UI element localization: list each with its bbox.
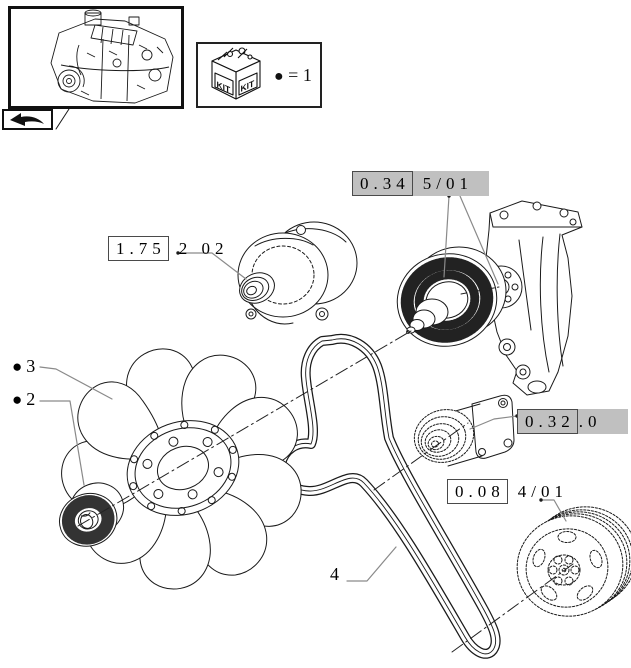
engine-sketch xyxy=(50,9,174,104)
fan-pulley-drawing xyxy=(59,482,125,547)
ref-box: 0.32 xyxy=(517,409,578,434)
fan-hub xyxy=(126,420,240,516)
center-axes xyxy=(77,286,574,653)
callout-item-3: ● 3 xyxy=(12,357,37,375)
bullet-icon: ● xyxy=(274,67,284,85)
thumbnail-slash xyxy=(55,108,70,130)
ref-suffix: 4/01 xyxy=(517,482,568,501)
bullet-icon: ● xyxy=(12,389,25,409)
kit-cube-icon: KIT KIT xyxy=(211,47,261,100)
ref-suffix: .0 xyxy=(578,412,602,431)
item-number: 2 xyxy=(26,389,38,409)
item-number: 4 xyxy=(330,564,341,584)
ref-alternator[interactable]: 1.75 2 02 xyxy=(108,236,229,261)
continuation-arrow-tab[interactable] xyxy=(2,109,53,130)
alternator-drawing xyxy=(237,221,358,325)
ref-fan-drive[interactable]: 0.34 5/01 xyxy=(352,171,489,196)
ref-box: 1.75 xyxy=(108,236,169,261)
callout-item-2: ● 2 xyxy=(12,390,37,408)
leader-lines xyxy=(39,195,567,582)
ref-box: 0.34 xyxy=(352,171,413,196)
water-pump-drawing xyxy=(413,394,515,467)
ref-box: 0.08 xyxy=(447,479,508,504)
fan-drawing xyxy=(59,341,313,597)
engine-thumbnail[interactable] xyxy=(8,6,184,109)
belt-drawing xyxy=(275,333,501,659)
kit-legend-box: KIT KIT ● = 1 xyxy=(196,42,322,108)
callout-item-4: 4 xyxy=(330,565,341,583)
crankshaft-pulley-drawing xyxy=(516,506,631,617)
ref-water-pump[interactable]: 0.32 .0 xyxy=(517,409,628,434)
item-number: 3 xyxy=(26,356,38,376)
fan-drive-pulley-drawing xyxy=(396,246,507,347)
continuation-arrow-icon xyxy=(9,113,44,126)
bullet-icon: ● xyxy=(12,356,25,376)
ref-suffix: 5/01 xyxy=(422,174,473,193)
ref-suffix: 2 02 xyxy=(178,239,229,258)
ref-crankshaft-pulley[interactable]: 0.08 4/01 xyxy=(447,479,568,504)
kit-quantity-legend: ● = 1 xyxy=(274,64,312,85)
